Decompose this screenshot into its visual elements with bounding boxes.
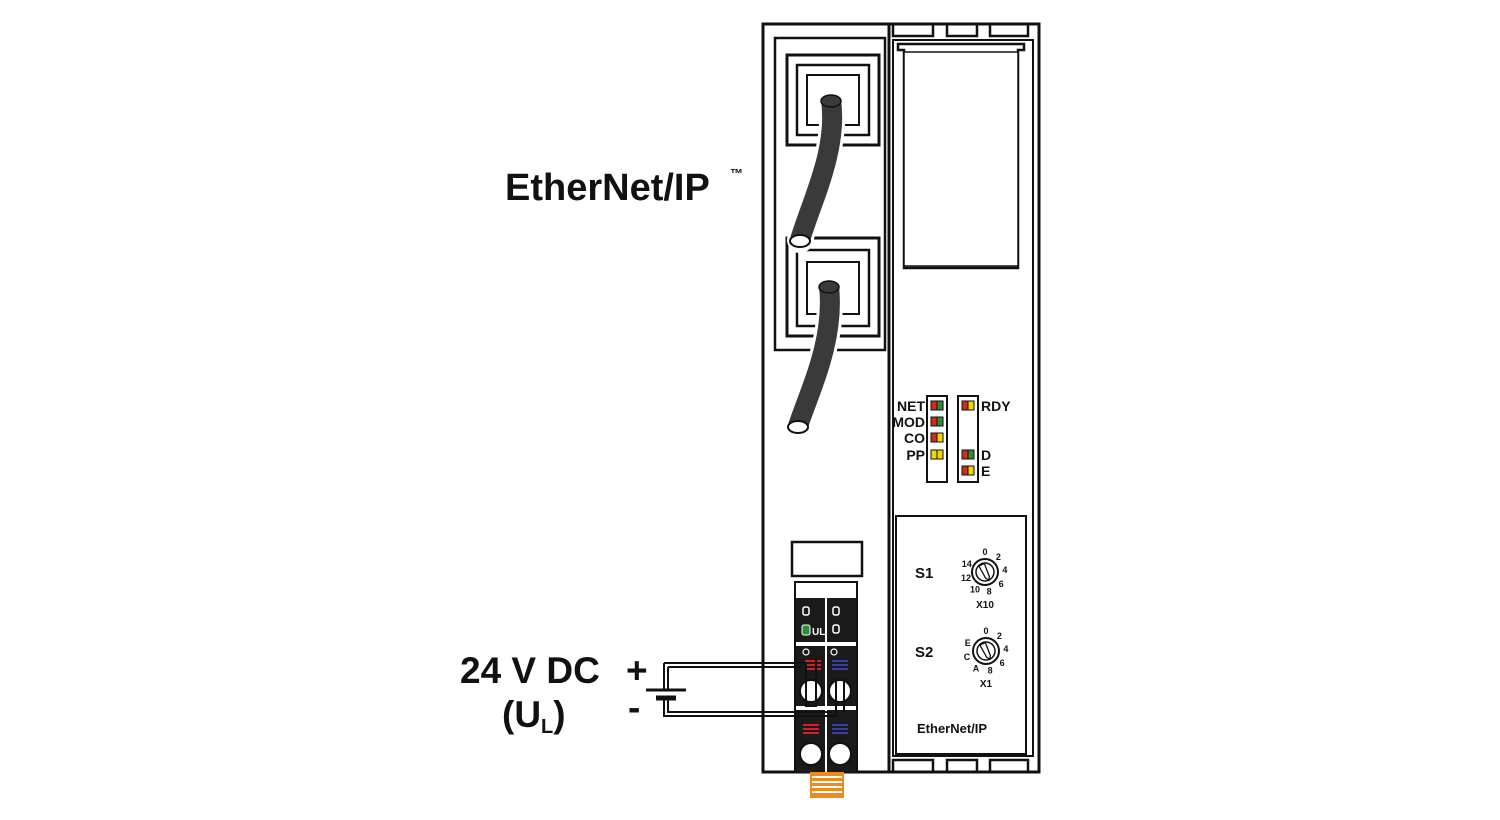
dial-mark: 2 [996, 552, 1001, 562]
power-terminal: UL [790, 540, 864, 798]
switch-panel [895, 515, 1027, 755]
plus-marking-upper [805, 660, 821, 670]
led-label-co: CO [904, 430, 925, 446]
terminal-lock[interactable] [810, 772, 844, 798]
dial-mark: 10 [970, 584, 980, 594]
ethernet-cable-1 [787, 87, 846, 253]
dial-mark: 0 [983, 626, 988, 636]
led-co: CO [904, 430, 944, 446]
led-d: D [961, 447, 991, 463]
dial-mark: 6 [999, 579, 1004, 589]
dial-mark: A [973, 663, 980, 673]
ethernet-cable-2 [785, 273, 843, 439]
protocol-title: EtherNet/IP [505, 167, 710, 209]
led-label-rdy: RDY [981, 398, 1011, 414]
supply-label-close: ) [553, 694, 565, 735]
supply-label-sub: L [541, 716, 553, 738]
led-e: E [961, 463, 990, 479]
dial-mark: 2 [997, 631, 1002, 641]
led-label-e: E [981, 463, 990, 479]
led-mod: MOD [892, 414, 944, 430]
label-window [896, 42, 1026, 270]
switch-multiplier-s2: X1 [980, 679, 993, 690]
ul-led-label: UL [812, 627, 825, 638]
terminal-clamp-plus-lower[interactable] [799, 742, 823, 766]
dial-mark: 8 [988, 666, 993, 676]
terminal-clamp-minus-lower[interactable] [828, 742, 852, 766]
dial-mark: 4 [1002, 565, 1007, 575]
dial-mark: 8 [987, 587, 992, 597]
minus-label: - [628, 687, 640, 728]
dial-mark: 12 [961, 573, 971, 583]
led-panel-right: RDY DE [957, 395, 1011, 483]
supply-label: (UL) [502, 694, 566, 738]
terminal-clamp-minus[interactable] [828, 679, 852, 703]
module-logo: EtherNet/IP [917, 721, 987, 736]
ethernet-port-2[interactable] [785, 236, 881, 338]
plus-marking-lower [803, 724, 819, 734]
dial-mark: C [964, 652, 971, 662]
trademark-mark: ™ [730, 166, 743, 181]
led-net: NET [897, 398, 944, 414]
led-label-mod: MOD [892, 414, 925, 430]
minus-marking-upper [832, 660, 848, 670]
switch-label-s1: S1 [915, 565, 933, 582]
led-rdy: RDY [961, 398, 1011, 414]
led-pp: PP [906, 447, 944, 463]
supply-label-open: (U [502, 694, 541, 735]
switch-multiplier-s1: X10 [976, 600, 994, 611]
dial-mark: 14 [962, 559, 972, 569]
switch-label-s2: S2 [915, 644, 933, 661]
supply-wiring [663, 658, 845, 717]
dial-mark: 6 [1000, 658, 1005, 668]
plus-label: + [626, 650, 648, 691]
ethernet-port-group [773, 36, 887, 439]
terminal-clamp-plus[interactable] [799, 679, 823, 703]
dial-mark: E [965, 638, 971, 648]
dial-mark: 0 [982, 547, 987, 557]
ul-led [801, 624, 811, 636]
battery-symbol [646, 688, 686, 701]
voltage-label: 24 V DC [460, 650, 600, 691]
minus-marking-lower [832, 724, 848, 734]
led-label-pp: PP [906, 447, 925, 463]
led-label-net: NET [897, 398, 925, 414]
dial-mark: 4 [1003, 644, 1008, 654]
led-label-d: D [981, 447, 991, 463]
